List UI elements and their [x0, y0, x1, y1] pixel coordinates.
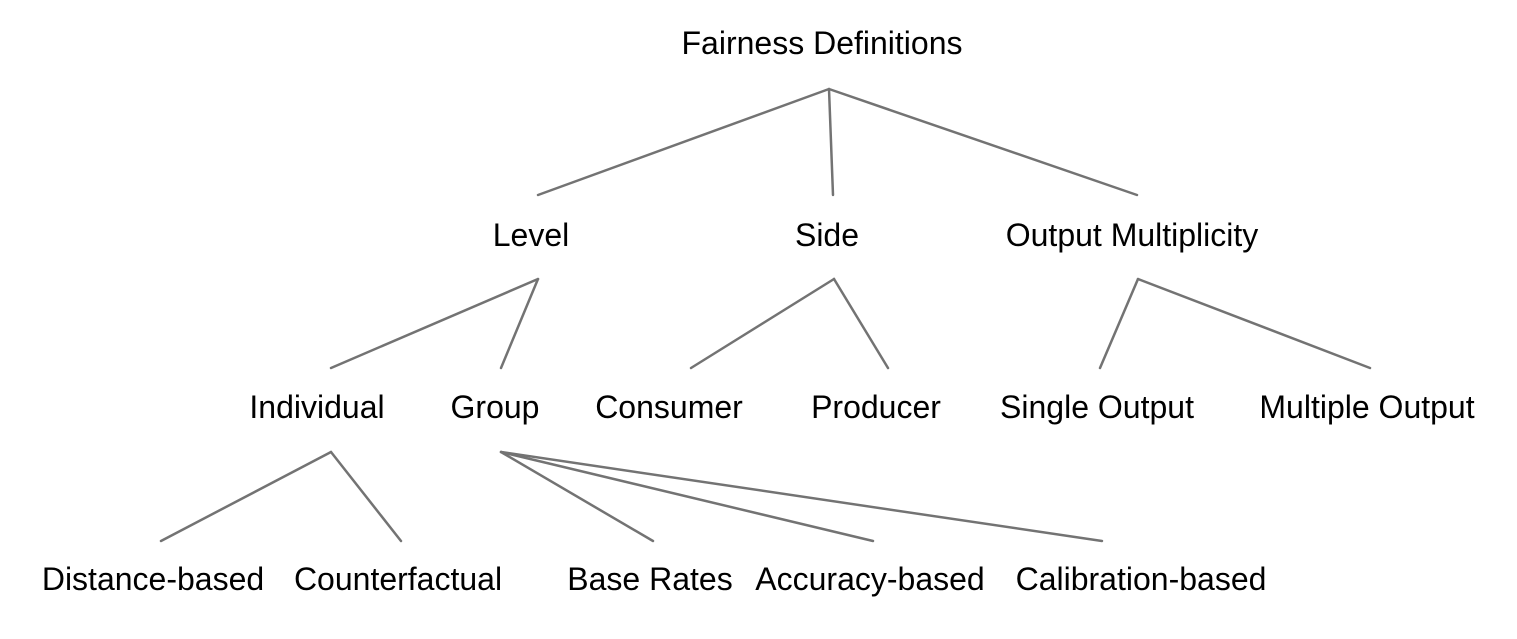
edge-level-group — [499, 277, 540, 370]
edge-individual-distance — [159, 450, 333, 543]
node-counterfactual: Counterfactual — [294, 561, 502, 597]
node-level: Level — [493, 217, 570, 253]
edge-output-single — [1098, 277, 1140, 370]
edge-root-side — [827, 87, 835, 197]
node-distance-based: Distance-based — [42, 561, 264, 597]
node-accuracy-based: Accuracy-based — [755, 561, 984, 597]
node-single-output: Single Output — [1000, 389, 1194, 425]
node-individual: Individual — [249, 389, 384, 425]
node-base-rates: Base Rates — [567, 561, 732, 597]
edge-root-output-multiplicity — [827, 87, 1139, 197]
edge-output-multiple — [1136, 277, 1372, 370]
edge-side-producer — [832, 277, 890, 370]
node-producer: Producer — [811, 389, 941, 425]
edge-group-accuracy — [499, 450, 875, 543]
node-consumer: Consumer — [595, 389, 743, 425]
node-output-multiplicity: Output Multiplicity — [1006, 217, 1259, 253]
node-side: Side — [795, 217, 859, 253]
node-fairness-definitions: Fairness Definitions — [682, 25, 963, 61]
tree-edges — [159, 87, 1372, 543]
edge-root-level — [536, 87, 831, 197]
edge-level-individual — [329, 277, 540, 370]
node-multiple-output: Multiple Output — [1259, 389, 1474, 425]
edge-individual-counterfactual — [329, 450, 403, 543]
edge-group-base-rates — [499, 450, 655, 543]
edge-group-calibration — [499, 450, 1104, 543]
node-group: Group — [451, 389, 540, 425]
tree-labels: Fairness Definitions Level Side Output M… — [42, 25, 1475, 597]
node-calibration-based: Calibration-based — [1016, 561, 1267, 597]
edge-side-consumer — [689, 277, 836, 370]
